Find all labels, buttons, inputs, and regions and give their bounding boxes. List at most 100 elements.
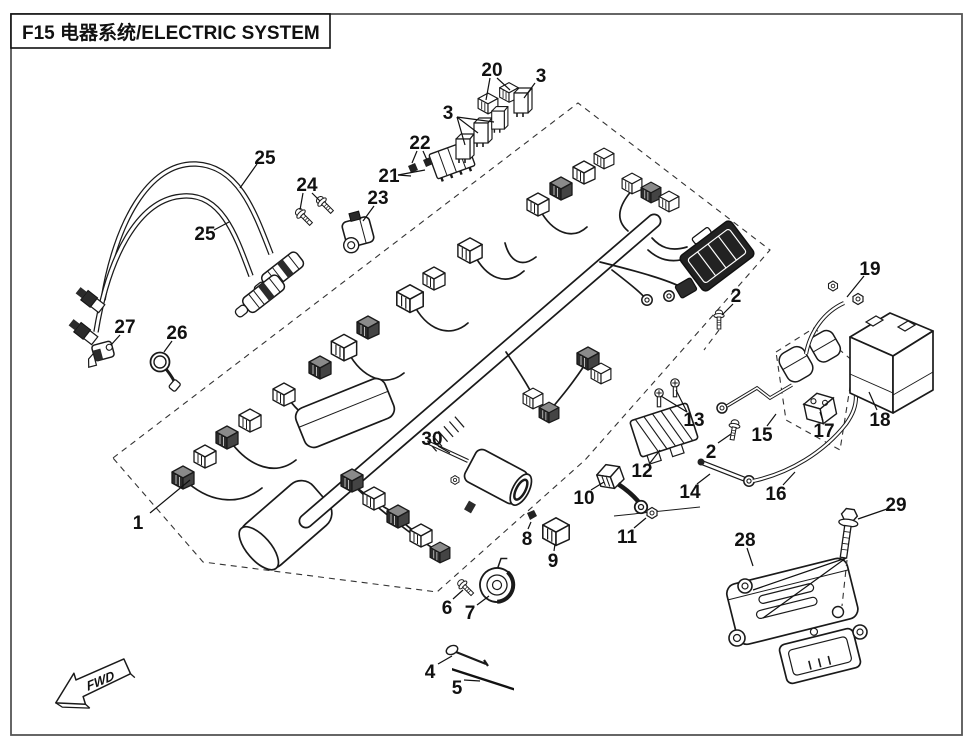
- callout-20: 20: [481, 60, 511, 101]
- bolt-2-dashed-leader: [703, 329, 720, 351]
- harness-boot: [238, 479, 333, 571]
- callout-22-label: 22: [409, 133, 430, 154]
- callout-12-label: 12: [631, 461, 652, 482]
- ecu-harness-connector: [679, 220, 755, 292]
- callout-15-label: 15: [751, 425, 773, 446]
- part-14-cable: [697, 458, 755, 487]
- part-30-coil: [428, 441, 533, 514]
- part-4-clip: [445, 644, 489, 667]
- callout-17: 17: [813, 411, 835, 442]
- callout-5: 5: [452, 678, 481, 699]
- callout-2b: 2: [706, 433, 732, 463]
- callout-8-label: 8: [522, 529, 533, 550]
- bolt-29: [838, 507, 859, 559]
- part-26-clamp: [149, 351, 181, 392]
- callout-2-label: 2: [731, 286, 742, 307]
- callout-15: 15: [751, 413, 777, 446]
- ecu-connector-port: [778, 627, 862, 685]
- callout-8: 8: [522, 521, 533, 550]
- callout-10-label: 10: [573, 488, 594, 509]
- callout-16-label: 16: [765, 484, 786, 505]
- page-title: F15 电器系统/ELECTRIC SYSTEM: [22, 21, 320, 44]
- small-black-connector: [674, 277, 698, 299]
- callout-16: 16: [765, 471, 796, 505]
- callout-3b: 3: [443, 103, 495, 146]
- callout-6-label: 6: [442, 598, 453, 619]
- callout-19-label: 19: [859, 259, 880, 280]
- callout-3-label: 3: [443, 103, 454, 124]
- clip-21: [408, 163, 418, 173]
- part-28-ecu: [725, 557, 868, 685]
- part-25-cables: [68, 161, 305, 346]
- callout-29-label: 29: [885, 495, 906, 516]
- callout-19: 19: [846, 259, 881, 298]
- battery-assembly: [778, 280, 934, 425]
- callout-30: 30: [421, 429, 451, 454]
- ecu-bolt-hole: [831, 605, 845, 619]
- part-18-battery: [849, 312, 934, 414]
- callout-24-label: 24: [296, 175, 318, 196]
- callout-25b: 25: [194, 221, 230, 245]
- callout-7: 7: [465, 595, 490, 624]
- relays-and-clips: [408, 82, 533, 173]
- callout-2-label: 2: [706, 442, 717, 463]
- callout-12: 12: [631, 449, 661, 482]
- part-7-horn: [479, 557, 516, 604]
- callout-1: 1: [133, 479, 191, 534]
- callout-2a: 2: [721, 286, 742, 316]
- callout-4: 4: [425, 655, 453, 683]
- coil-nut: [450, 475, 460, 485]
- part-16-cable: [752, 395, 859, 484]
- part-11-nut: [646, 506, 658, 520]
- callout-1-label: 1: [133, 513, 144, 534]
- terminal-boot: [808, 329, 842, 363]
- callout-23-label: 23: [367, 188, 388, 209]
- callout-3-label: 3: [536, 66, 547, 87]
- callout-25-label: 25: [254, 148, 276, 169]
- callout-27-label: 27: [114, 317, 135, 338]
- terminal-boot: [778, 345, 814, 383]
- callout-26: 26: [163, 323, 188, 353]
- callout-23: 23: [362, 188, 389, 222]
- callout-25-label: 25: [194, 224, 216, 245]
- callout-24: 24: [296, 175, 321, 211]
- callout-3a: 3: [523, 66, 547, 99]
- callout-28-label: 28: [734, 530, 755, 551]
- ring-terminal: [663, 290, 675, 302]
- callout-13-label: 13: [683, 410, 704, 431]
- callout-14-label: 14: [679, 482, 701, 503]
- callout-17-label: 17: [813, 421, 834, 442]
- callout-25a: 25: [239, 148, 276, 189]
- callout-21-label: 21: [378, 166, 400, 187]
- fuse-block: [428, 140, 476, 182]
- title-box: [10, 13, 331, 49]
- cable-25-b-barrel: [234, 274, 286, 318]
- callouts: 1 2 2 3 3 4 5 6 7 8 9 10 11 12 13 14 15 …: [110, 60, 907, 699]
- callout-29: 29: [857, 495, 907, 520]
- callout-10: 10: [573, 481, 605, 509]
- callout-9-label: 9: [548, 551, 559, 572]
- callout-30-label: 30: [421, 429, 442, 450]
- part-8-clip: [527, 510, 537, 520]
- callout-21: 21: [378, 166, 426, 187]
- callout-5-label: 5: [452, 678, 463, 699]
- callout-11: 11: [617, 517, 647, 548]
- main-trunk: [300, 215, 660, 527]
- callout-6: 6: [442, 589, 464, 619]
- part-5-cable-tie: [452, 668, 514, 691]
- callout-13: 13: [660, 389, 705, 431]
- ring-terminal: [641, 294, 653, 306]
- callout-18: 18: [868, 391, 891, 431]
- callout-7-label: 7: [465, 603, 476, 624]
- callout-28: 28: [734, 530, 756, 567]
- part-23-solenoid: [341, 210, 375, 254]
- callout-26-label: 26: [166, 323, 187, 344]
- callout-22: 22: [409, 133, 431, 164]
- harness-protector-plate: [294, 377, 396, 449]
- callout-18-label: 18: [869, 410, 890, 431]
- harness-boundary-dashed: [112, 102, 771, 593]
- callout-20-label: 20: [481, 60, 502, 81]
- clip-22: [423, 157, 433, 167]
